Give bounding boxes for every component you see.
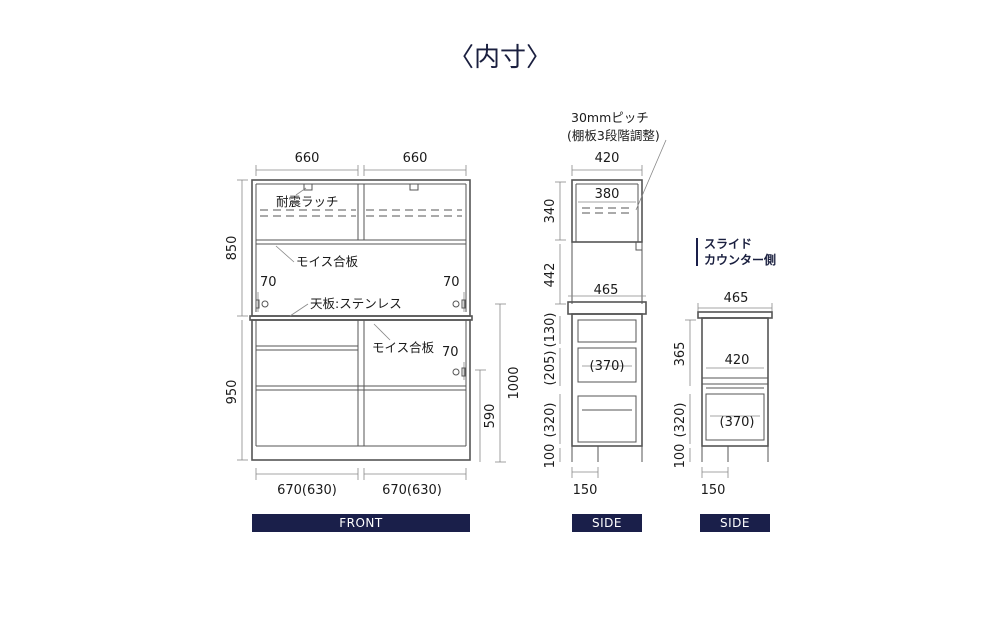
side-plinth-150: 150 [573,483,598,498]
front-view: 660 660 850 950 耐震ラッチ モイス合板 70 [225,151,522,532]
slide-band-label: SIDE [720,516,750,530]
side-view: 30mmピッチ (棚板3段階調整) 420 380 340 442 465 [543,110,667,532]
slide-width-465: 465 [724,291,749,306]
pitch-note-line1: 30mmピッチ [571,110,649,125]
front-height-upper: 850 [225,236,240,261]
slide-height-365: 365 [673,342,688,367]
slide-note-line2: カウンター側 [704,252,776,267]
slide-width-420: 420 [725,353,750,368]
slide-drawer-320: (320) [673,403,688,438]
side-width-465: 465 [594,283,619,298]
front-dim-70-left: 70 [260,275,277,290]
front-dim-70-right: 70 [443,275,460,290]
side-drawer-320: (320) [543,403,558,438]
label-shelf-upper: モイス合板 [296,254,359,269]
label-shelf-lower: モイス合板 [372,340,435,355]
slide-plinth-100: 100 [673,444,688,469]
side-band-label: SIDE [592,516,622,530]
side-width-top: 420 [595,151,620,166]
front-dim-70-lower: 70 [442,345,459,360]
front-bottom-width-right: 670(630) [382,483,442,498]
label-latch: 耐震ラッチ [276,194,339,209]
slide-plinth-150: 150 [701,483,726,498]
page-title: 〈内寸〉 [448,43,552,73]
side-height-340: 340 [543,199,558,224]
pitch-note-line2: (棚板3段階調整) [567,128,660,143]
front-band-label: FRONT [339,516,383,530]
front-dim-590: 590 [483,404,498,429]
side-drawer-205: (205) [543,351,558,386]
slide-band [700,514,770,532]
front-height-lower: 950 [225,380,240,405]
front-width-right: 660 [403,151,428,166]
side-band [572,514,642,532]
slide-drawer-inner: (370) [720,415,755,430]
front-bottom-width-left: 670(630) [277,483,337,498]
label-top-board: 天板:ステンレス [310,296,402,311]
side-drawer-inner: (370) [590,359,625,374]
side-plinth-100: 100 [543,444,558,469]
side-drawer-130: (130) [543,313,558,348]
slide-note-line1: スライド [704,237,752,251]
side-width-inner: 380 [595,187,620,202]
front-dim-1000: 1000 [507,366,522,399]
front-width-left: 660 [295,151,320,166]
slide-side-view: スライド カウンター側 465 365 420 (370) (320) 100 … [673,237,776,532]
side-height-442: 442 [543,263,558,288]
front-band [252,514,470,532]
